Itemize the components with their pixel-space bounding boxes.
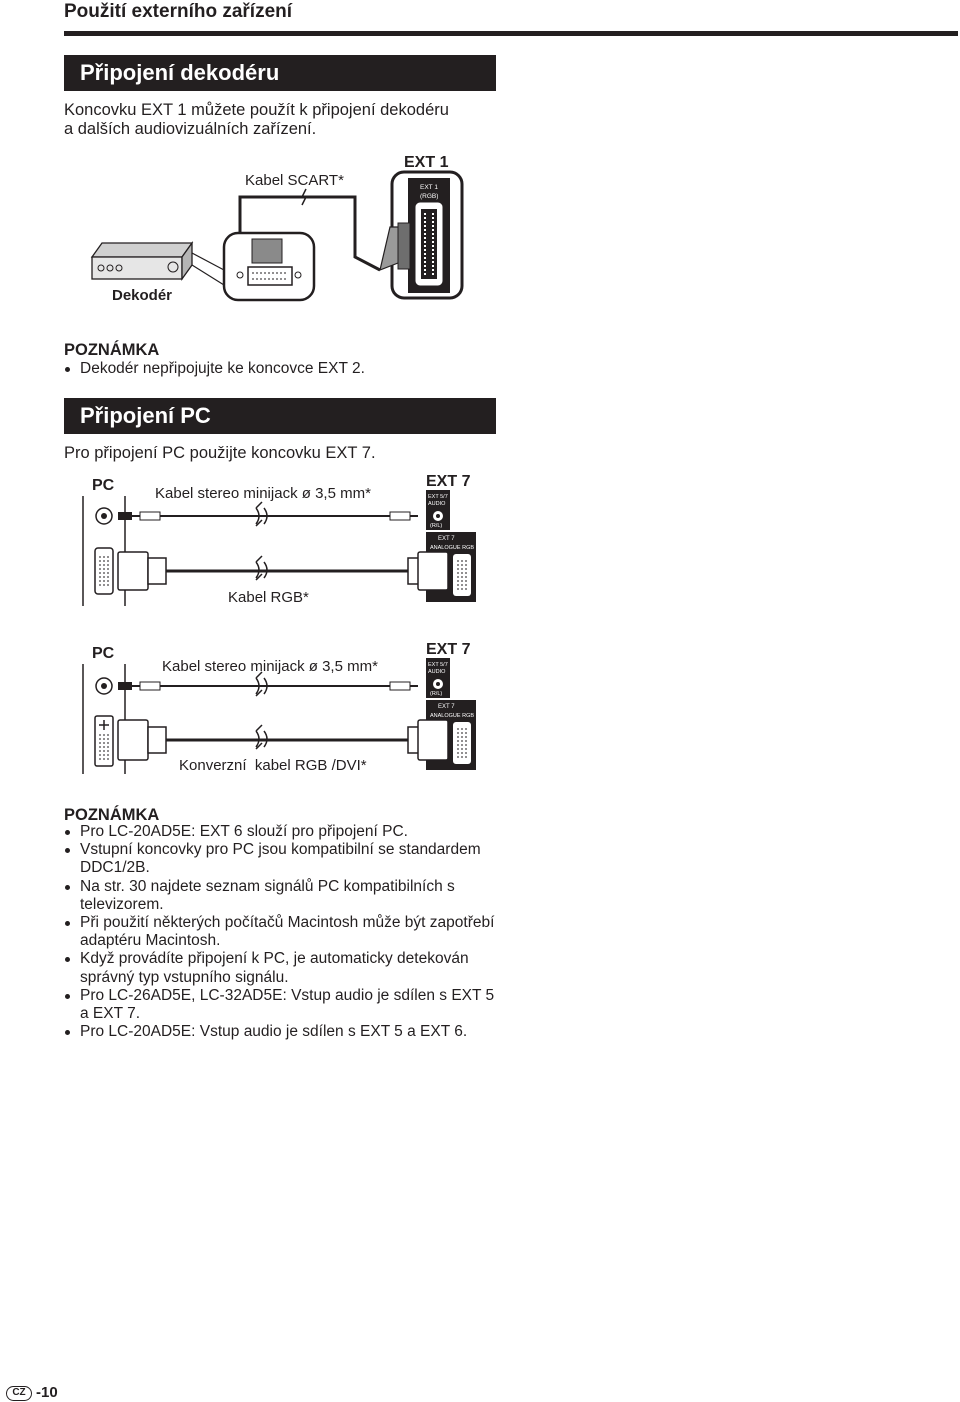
note-item: Vstupní koncovky pro PC jsou kompatibiln…: [64, 841, 504, 877]
ext7-port-title: EXT 7: [426, 641, 471, 658]
page-footer: CZ -10: [6, 1383, 58, 1402]
audio-port-label3: (R/L): [430, 691, 442, 697]
dvi-cable-label: Konverzní kabel RGB /DVI*: [179, 757, 367, 774]
page-header-title: Použití externího zařízení: [64, 1, 293, 22]
decoder-note-title: POZNÁMKA: [64, 341, 160, 359]
scart-cable-end: [353, 227, 381, 272]
pc-note-list: Pro LC-20AD5E: EXT 6 slouží pro připojen…: [64, 823, 504, 1041]
scart-plug-closeup: [222, 231, 316, 302]
rgb-port-label2: ANALOGUE RGB: [430, 713, 474, 719]
pc-note-title: POZNÁMKA: [64, 806, 160, 824]
audio-minijack-cable: [118, 671, 418, 697]
decoder-note-list: Dekodér nepřipojujte ke koncovce EXT 2.: [64, 360, 504, 378]
section-title-pc: Připojení PC: [64, 398, 496, 434]
audio-minijack-cable: [118, 501, 418, 527]
rgb-cable-label: Kabel RGB*: [228, 589, 309, 606]
scart-cable-label: Kabel SCART*: [245, 172, 344, 189]
note-item: Dekodér nepřipojujte ke koncovce EXT 2.: [64, 360, 504, 378]
rgb-port-label1: EXT 7: [438, 704, 455, 710]
cable-break-mark: [301, 188, 307, 206]
header-rule: [64, 31, 958, 36]
dvi-rgb-cable: [117, 719, 449, 761]
decoder-connection-diagram: Kabel SCART* EXT 1 Dekodér EXT 1 (RGB): [90, 154, 464, 304]
rgb-port-label2: ANALOGUE RGB: [430, 545, 474, 551]
ext1-port-inner-sub: (RGB): [420, 193, 438, 200]
note-item: Pro LC-20AD5E: Vstup audio je sdílen s E…: [64, 1023, 504, 1041]
audio-port-label1: EXT 5/7: [428, 494, 448, 500]
decoder-label: Dekodér: [112, 287, 172, 304]
pc-dvi-connection-diagram: PC Kabel stereo minijack ø 3,5 mm* EXT 7…: [82, 641, 476, 774]
note-item: Pro LC-26AD5E, LC-32AD5E: Vstup audio je…: [64, 987, 504, 1023]
audio-port-label1: EXT 5/7: [428, 662, 448, 668]
audio-port-label3: (R/L): [430, 523, 442, 529]
language-badge: CZ: [6, 1385, 32, 1401]
decoder-device-icon: [90, 240, 194, 282]
audio-cable-label: Kabel stereo minijack ø 3,5 mm*: [162, 658, 378, 675]
ext7-port-title: EXT 7: [426, 473, 471, 490]
ext1-port-title: EXT 1: [404, 154, 449, 171]
decoder-intro-line2: a dalších audiovizuálních zařízení.: [64, 120, 317, 138]
pc-intro: Pro připojení PC použijte koncovku EXT 7…: [64, 444, 376, 462]
pc-rgb-connection-diagram: PC Kabel stereo minijack ø 3,5 mm* EXT 7…: [82, 473, 476, 606]
section-title-decoder: Připojení dekodéru: [64, 55, 496, 91]
scart-plug-inserted: [379, 222, 411, 271]
pc-label: PC: [92, 477, 115, 494]
audio-port-label2: AUDIO: [428, 669, 446, 675]
note-item: Pro LC-20AD5E: EXT 6 slouží pro připojen…: [64, 823, 504, 841]
audio-cable-label: Kabel stereo minijack ø 3,5 mm*: [155, 485, 371, 502]
pc-label: PC: [92, 645, 115, 662]
note-item: Na str. 30 najdete seznam signálů PC kom…: [64, 878, 504, 914]
page-number: -10: [36, 1384, 58, 1401]
zoom-pointer-line: [191, 252, 225, 271]
zoom-pointer-line: [191, 264, 225, 286]
audio-port-panel: EXT 5/7 AUDIO (R/L): [426, 490, 450, 530]
rgb-cable: [117, 551, 449, 591]
audio-port-label2: AUDIO: [428, 501, 446, 507]
decoder-intro-line1: Koncovku EXT 1 můžete použít k připojení…: [64, 101, 449, 119]
note-item: Když provádíte připojení k PC, je automa…: [64, 950, 504, 986]
note-item: Při použití některých počítačů Macintosh…: [64, 914, 504, 950]
audio-port-panel: EXT 5/7 AUDIO (R/L): [426, 658, 450, 698]
rgb-port-label1: EXT 7: [438, 536, 455, 542]
ext1-port-inner-label: EXT 1: [420, 184, 438, 191]
